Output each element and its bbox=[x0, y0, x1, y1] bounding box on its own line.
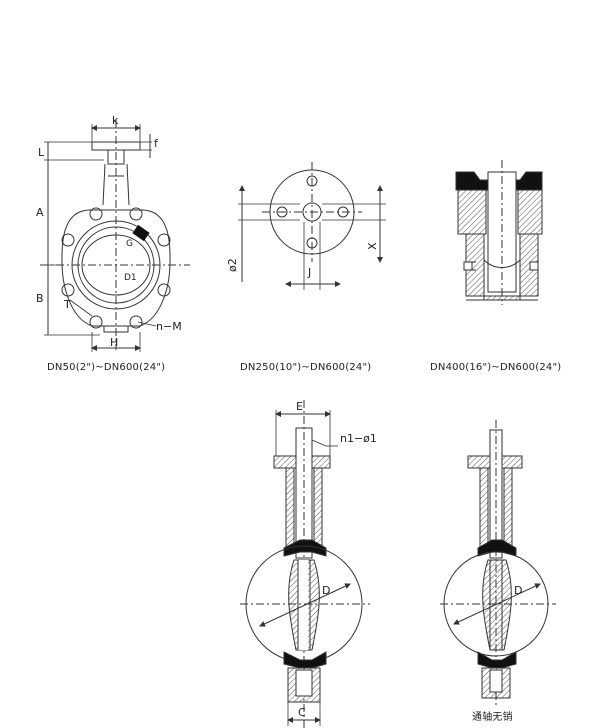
dim-f: f bbox=[154, 137, 159, 150]
view2-labels: ø2 J X bbox=[226, 242, 379, 279]
dim-k: k bbox=[112, 114, 119, 127]
caption-view3: DN400(16")~DN600(24") bbox=[430, 362, 562, 373]
dim-n1-phi1: n1−ø1 bbox=[340, 432, 377, 445]
view-top-section bbox=[455, 160, 543, 305]
caption-view1: DN50(2")~DN600(24") bbox=[47, 362, 166, 373]
view-section-pinned bbox=[240, 400, 370, 728]
view-top-flange bbox=[238, 162, 386, 290]
caption-view5: 通轴无销 bbox=[472, 712, 513, 723]
caption-view2: DN250(10")~DN600(24") bbox=[240, 362, 372, 373]
dim-J: J bbox=[307, 266, 311, 279]
dim-G: G bbox=[126, 239, 133, 249]
view1-labels: k L f A B H G D1 T n−M bbox=[36, 114, 182, 349]
dim-C: C bbox=[298, 706, 306, 719]
dim-D-right: D bbox=[514, 584, 522, 597]
dim-A: A bbox=[36, 206, 44, 219]
view-section-through-shaft bbox=[440, 420, 556, 706]
dim-n-M: n−M bbox=[156, 320, 182, 333]
dim-T: T bbox=[63, 298, 71, 311]
dim-phi2: ø2 bbox=[226, 258, 239, 272]
dim-B: B bbox=[36, 292, 44, 305]
dim-X: X bbox=[366, 242, 379, 250]
dim-D1: D1 bbox=[124, 273, 137, 283]
dim-H: H bbox=[110, 336, 118, 349]
view-lug-valve-front bbox=[40, 120, 190, 352]
view5-labels: D bbox=[514, 584, 522, 597]
view4-labels: E n1−ø1 D C bbox=[296, 400, 377, 719]
dim-L: L bbox=[38, 146, 45, 159]
dim-D-left: D bbox=[322, 584, 330, 597]
dim-E: E bbox=[296, 400, 303, 413]
